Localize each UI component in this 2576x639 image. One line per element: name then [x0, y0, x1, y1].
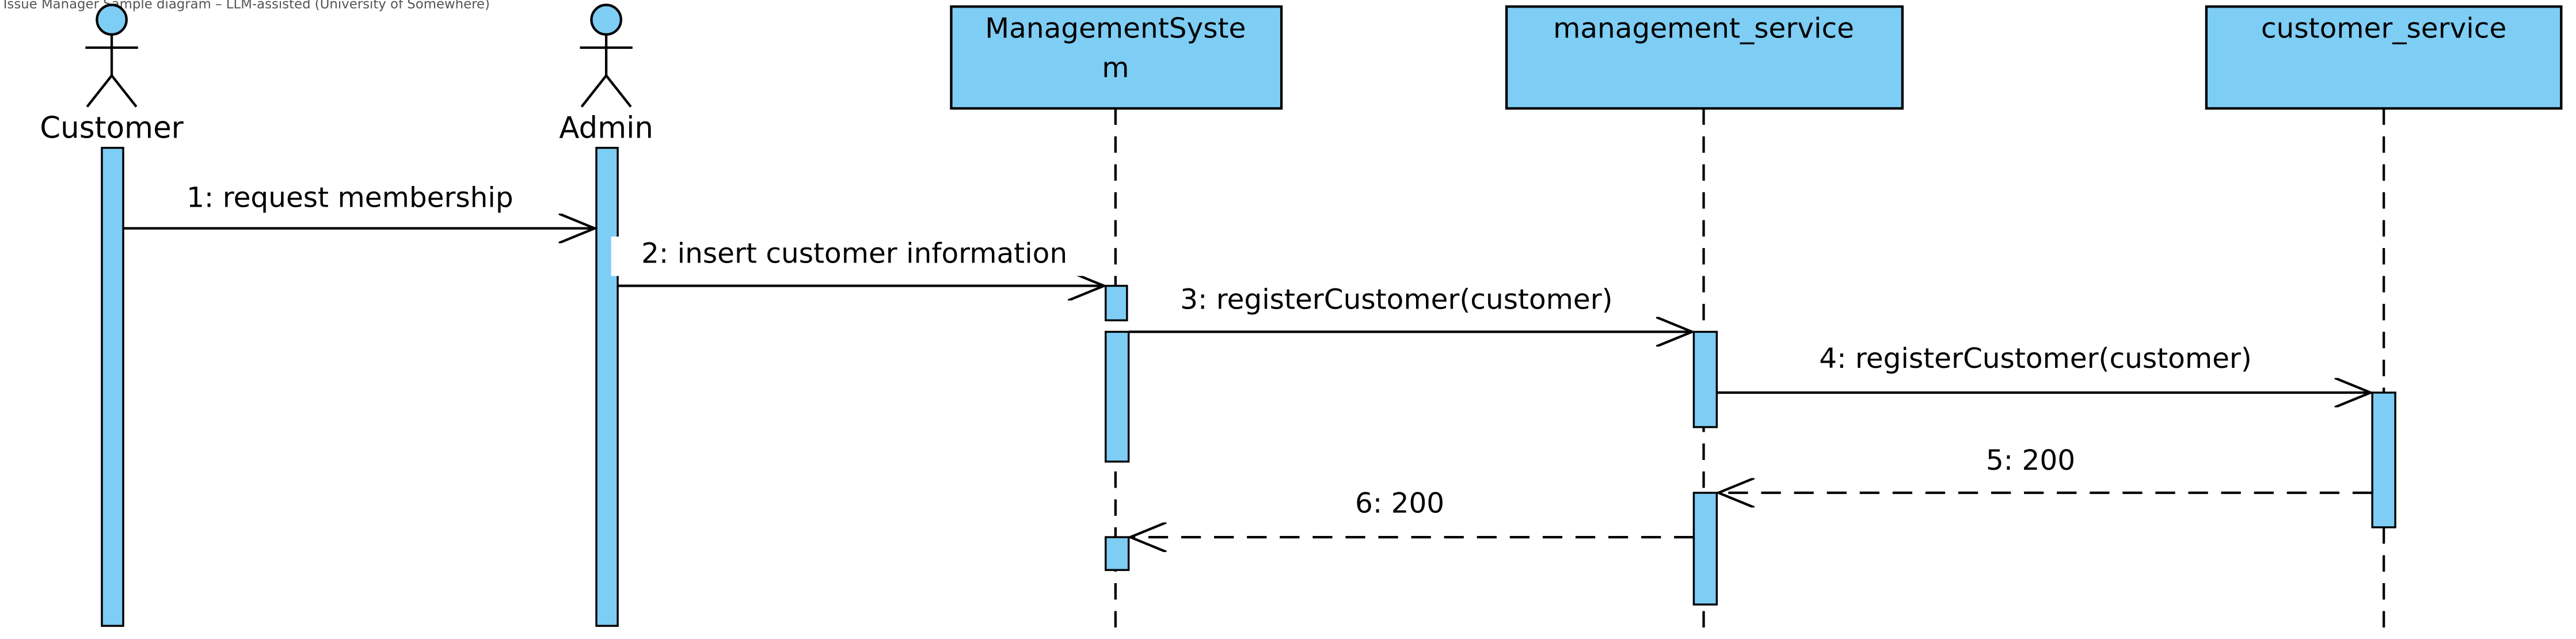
message-4[interactable]: 4: registerCustomer(customer) — [1717, 343, 2370, 393]
message-3-label: 3: registerCustomer(customer) — [1180, 283, 1613, 315]
object-managementsystem-label-line1: ManagementSyste — [985, 13, 1246, 45]
activation-customer — [101, 147, 124, 627]
message-3[interactable]: 3: registerCustomer(customer) — [1128, 283, 1692, 332]
activation-admin — [595, 147, 619, 627]
message-2-label: 2: insert customer information — [641, 238, 1067, 270]
object-customer-service-label: customer_service — [2261, 13, 2506, 45]
activation-management-service-2 — [1692, 492, 1718, 606]
activation-management-service-1 — [1692, 330, 1718, 428]
activation-managementsystem-2 — [1104, 330, 1130, 463]
message-1[interactable]: 1: request membership — [123, 182, 595, 229]
object-managementsystem-label-line2: m — [1102, 52, 1129, 84]
message-2[interactable]: 2: insert customer information — [611, 236, 1104, 286]
object-management-service-label: management_service — [1553, 13, 1854, 45]
message-2-label-bg — [611, 236, 1098, 276]
actor-head — [590, 3, 622, 36]
object-management-service[interactable]: management_service — [1505, 5, 1904, 110]
activation-managementsystem-3 — [1104, 536, 1130, 571]
actor-admin-label: Admin — [559, 111, 653, 146]
message-4-label: 4: registerCustomer(customer) — [1819, 343, 2252, 375]
activation-customer-service — [2371, 391, 2396, 528]
activation-managementsystem-1 — [1104, 284, 1128, 322]
message-5[interactable]: 5: 200 — [1718, 444, 2373, 493]
message-6[interactable]: 6: 200 — [1131, 487, 1694, 537]
object-customer-service[interactable]: customer_service — [2205, 5, 2563, 110]
actor-customer[interactable]: Customer — [40, 3, 184, 146]
header-note: Issue Manager Sample diagram – LLM-assis… — [3, 0, 490, 12]
message-1-label: 1: request membership — [187, 182, 513, 214]
message-5-label: 5: 200 — [1986, 444, 2075, 477]
actor-customer-label: Customer — [40, 111, 184, 146]
object-managementsystem[interactable]: ManagementSyste m — [950, 5, 1283, 110]
actor-head — [96, 3, 128, 36]
message-6-label: 6: 200 — [1355, 487, 1444, 519]
actor-admin[interactable]: Admin — [559, 3, 653, 146]
